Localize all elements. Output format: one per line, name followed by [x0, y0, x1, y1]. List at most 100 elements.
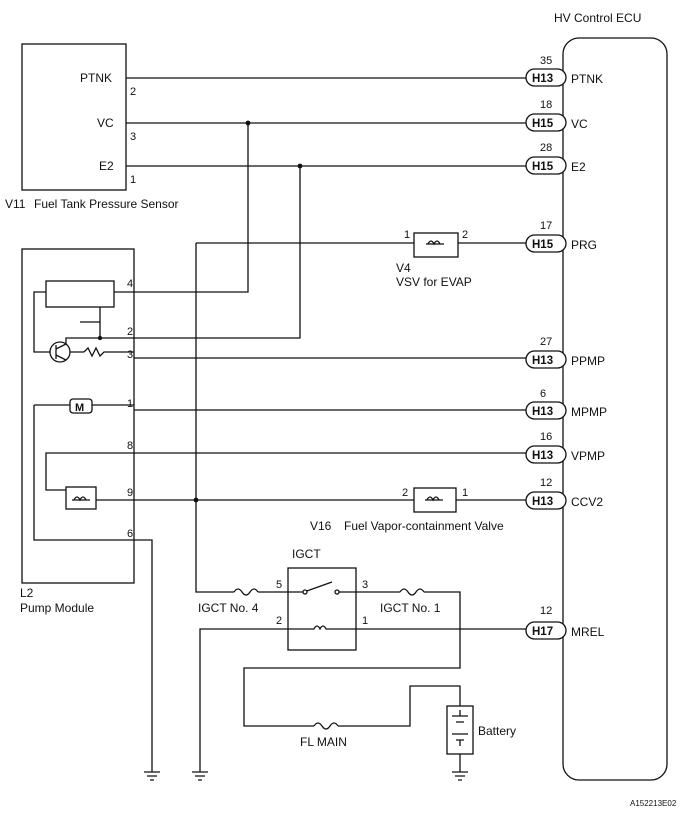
motor-icon-label: M: [75, 402, 84, 414]
vsv-coil-icon: [426, 240, 444, 246]
pump-pin-3: 3: [127, 349, 133, 361]
pump-pin-6: 6: [127, 528, 133, 540]
ecu-signal-label: MPMP: [571, 405, 607, 419]
fuse-fl-main-icon: [313, 722, 339, 730]
fuse-fl-main-label: FL MAIN: [300, 735, 347, 749]
sensor-terminal-ptnk: PTNK: [80, 71, 112, 85]
ecu-terminal-vpmp: 16 H13 VPMP: [525, 431, 605, 464]
ecu-pin-number: 35: [540, 55, 552, 67]
vsv-pin-1: 1: [404, 229, 410, 241]
igct-relay-body: [287, 567, 357, 651]
ecu-signal-label: PRG: [571, 238, 597, 252]
ecu-signal-label: MREL: [571, 625, 605, 639]
ecu-terminal-ccv2: 12 H13 CCV2: [525, 477, 603, 510]
connector-code: H15: [532, 239, 554, 251]
relay-contact: [302, 589, 308, 595]
internal-wire: [65, 322, 101, 346]
connector-code: H15: [532, 161, 554, 173]
coil-symbol: [72, 496, 90, 502]
vsv-name: VSV for EVAP: [396, 275, 472, 289]
pump-module-body: [21, 248, 135, 584]
ecu-pin-number: 6: [540, 388, 546, 400]
ecu-terminal-vc: 18 H15 VC: [525, 99, 588, 132]
relay-pin-3: 3: [362, 579, 368, 591]
resistor-icon: [83, 346, 134, 358]
ecu-signal-label: CCV2: [571, 495, 603, 509]
vsv-code: V4: [396, 261, 411, 275]
internal-wire: [33, 291, 50, 353]
ecu-pin-number: 18: [540, 99, 552, 111]
connector-badge: [525, 621, 567, 640]
pump-pin-1: 1: [127, 398, 133, 410]
ecu-pin-number: 12: [540, 477, 552, 489]
ecu-pin-number: 12: [540, 605, 552, 617]
wire-pin2-to-e2: [134, 166, 301, 339]
igct-relay-label: IGCT: [292, 547, 321, 561]
wire-relay2-ground: [199, 628, 288, 772]
valve-code: V16: [310, 519, 332, 533]
sensor-pin: 2: [130, 86, 136, 98]
figure-id: A152213E02: [630, 799, 677, 808]
relay-coil-icon: [288, 625, 356, 631]
valve-name: Fuel Vapor-containment Valve: [344, 519, 504, 533]
ecu-pin-number: 16: [540, 431, 552, 443]
wire-igct-supply: [195, 243, 234, 593]
fuse-igct-no1-icon: [399, 588, 425, 596]
ground-icon: [452, 771, 468, 781]
connector-code: H13: [532, 73, 553, 85]
ecu-terminal-e2: 28 H15 E2: [525, 142, 586, 175]
connector-badge: [525, 350, 567, 369]
ecu-pin-number: 17: [540, 220, 552, 232]
pump-pin-4: 4: [127, 278, 133, 290]
relay-contact: [334, 589, 340, 595]
pump-pin-9: 9: [127, 487, 133, 499]
relay-pin-5: 5: [276, 579, 282, 591]
relay-switch-icon: [288, 581, 356, 593]
fuse-igct-no4-label: IGCT No. 4: [198, 601, 259, 615]
sensor-pin: 1: [130, 174, 136, 186]
connector-code: H13: [532, 450, 553, 462]
ecu-title: HV Control ECU: [554, 11, 641, 25]
ecu-signal-label: VPMP: [571, 449, 605, 463]
transistor-icon: [49, 341, 71, 363]
pump-pin-8: 8: [127, 440, 133, 452]
ecu-pin-number: 28: [540, 142, 552, 154]
valve-pin-1: 1: [462, 487, 468, 499]
fuse-igct-no4-icon: [233, 588, 259, 596]
sensor-name: Fuel Tank Pressure Sensor: [34, 197, 179, 211]
ecu-signal-label: VC: [571, 117, 588, 131]
connector-code: H17: [532, 626, 553, 638]
relay-pin-2: 2: [276, 615, 282, 627]
wire-fuse1-to-main: [243, 591, 461, 727]
internal-wire: [45, 452, 134, 491]
vapor-valve-coil-icon: [425, 496, 443, 502]
pressure-sensor-element: [45, 280, 115, 308]
valve-pin-2: 2: [402, 487, 408, 499]
connector-code: H13: [532, 406, 553, 418]
ground-icon: [192, 771, 208, 781]
connector-code: H15: [532, 118, 554, 130]
ecu-terminal-ptnk: 35 H13 PTNK: [525, 55, 603, 87]
fuse-igct-no1-label: IGCT No. 1: [380, 601, 441, 615]
ecu-signal-label: E2: [571, 160, 586, 174]
sensor-terminal-e2: E2: [99, 159, 114, 173]
internal-wire: [33, 405, 153, 772]
ecu-signal-label: PTNK: [571, 72, 603, 86]
sensor-terminal-vc: VC: [97, 116, 114, 130]
internal-splice: [97, 335, 103, 341]
sensor-code: V11: [5, 197, 26, 211]
pump-module-code: L2: [20, 586, 34, 600]
ecu-pin-number: 27: [540, 336, 552, 348]
ecu-signal-label: PPMP: [571, 354, 605, 368]
wire-main-to-battery: [338, 685, 461, 727]
vsv-pin-2: 2: [462, 229, 468, 241]
battery-label: Battery: [478, 724, 516, 738]
vsv-body: [413, 232, 459, 258]
motor-icon: [69, 398, 93, 414]
connector-badge: [525, 445, 567, 464]
sensor-pin: 3: [130, 131, 136, 143]
pump-module-name: Pump Module: [20, 601, 94, 615]
connector-code: H13: [532, 355, 553, 367]
ecu-terminal-mpmp: 6 H13 MPMP: [525, 388, 607, 420]
